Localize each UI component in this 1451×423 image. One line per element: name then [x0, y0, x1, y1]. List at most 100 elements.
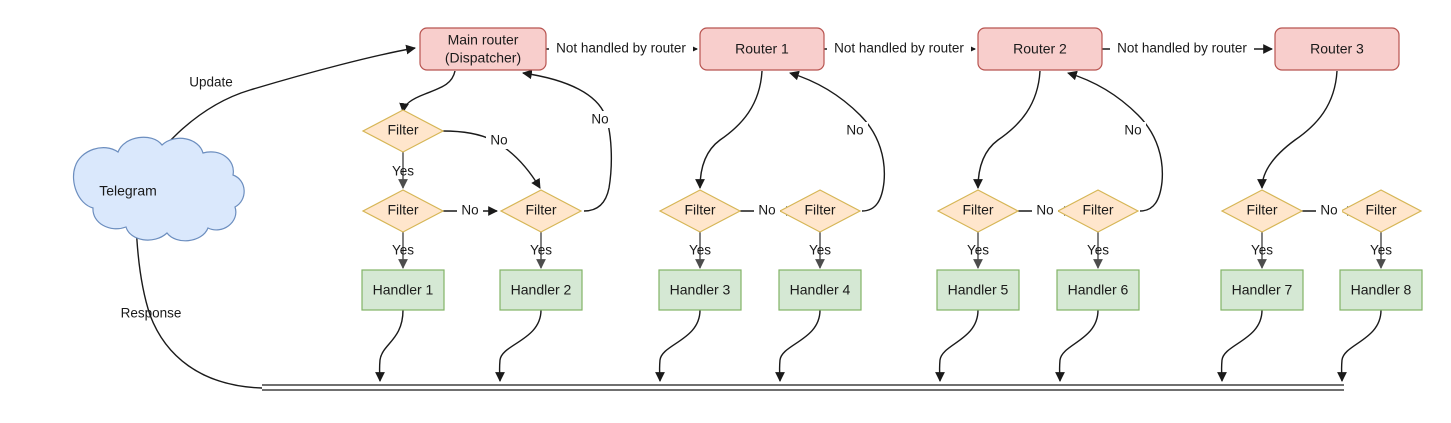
- no-label-bg-7: [1120, 122, 1146, 139]
- filter-4-diamond: [658, 189, 742, 233]
- handler-3-box: [658, 269, 742, 311]
- filter-7-diamond: [1056, 189, 1140, 233]
- edge-h6-to-bus: [1055, 309, 1099, 382]
- handler-node-8[interactable]: Handler 8: [1339, 269, 1423, 311]
- label-bg-3: [1110, 40, 1254, 58]
- telegram-cloud-node[interactable]: Telegram: [72, 136, 245, 242]
- router-main-label-line1: Main router: [448, 32, 519, 48]
- edge-label-yes-4: Yes: [689, 243, 711, 258]
- router-main-box: [419, 27, 547, 71]
- no-label-group-6: No: [1032, 203, 1058, 220]
- no-label-bg-1: [486, 132, 512, 149]
- no-label-bg-6: [1032, 203, 1058, 220]
- edge-f8-no-to-r2: [1067, 70, 1164, 212]
- filter-9-diamond: [1339, 189, 1423, 233]
- filter-node-4[interactable]: Filter: [658, 189, 742, 233]
- router-3-label: Router 3: [1310, 41, 1364, 57]
- filter-8-label: Filter: [1246, 202, 1277, 218]
- router-node-3[interactable]: Router 3: [1274, 27, 1400, 71]
- filter-5-diamond: [778, 189, 862, 233]
- filter-6-diamond: [936, 189, 1020, 233]
- edge-r1-to-f4: [695, 70, 763, 189]
- filter-9-label: Filter: [1365, 202, 1396, 218]
- cloud-icon: [72, 136, 245, 242]
- filter-2-label: Filter: [387, 202, 418, 218]
- handler-4-label: Handler 4: [790, 282, 851, 298]
- edge-label-not-handled-3-group: Not handled by router: [1110, 40, 1254, 58]
- router-node-main[interactable]: Main router (Dispatcher): [419, 27, 547, 71]
- edge-label-yes-5: Yes: [809, 243, 831, 258]
- edge-f3-no-to-main: [522, 69, 612, 212]
- router-1-label: Router 1: [735, 41, 789, 57]
- filter-node-7[interactable]: Filter: [1056, 189, 1140, 233]
- no-label-group-2: No: [587, 111, 613, 128]
- filter-node-2[interactable]: Filter: [361, 189, 445, 233]
- handler-node-6[interactable]: Handler 6: [1056, 269, 1140, 311]
- edge-label-not-handled-1: Not handled by router: [556, 41, 686, 56]
- router-node-1[interactable]: Router 1: [699, 27, 825, 71]
- filter-node-8[interactable]: Filter: [1220, 189, 1304, 233]
- edge-label-no-2: No: [591, 112, 608, 127]
- handler-8-box: [1339, 269, 1423, 311]
- filter-8-diamond: [1220, 189, 1304, 233]
- filter-node-9[interactable]: Filter: [1339, 189, 1423, 233]
- no-label-group-1: No: [486, 132, 512, 149]
- edge-label-not-handled-2: Not handled by router: [834, 41, 964, 56]
- edge-f6-no-to-r1: [789, 70, 886, 212]
- no-label-group-4: No: [754, 203, 780, 220]
- edge-label-yes-6: Yes: [967, 243, 989, 258]
- handler-node-3[interactable]: Handler 3: [658, 269, 742, 311]
- handler-node-5[interactable]: Handler 5: [936, 269, 1020, 311]
- edge-label-no-6: No: [1036, 203, 1053, 218]
- no-label-bg-2: [587, 111, 613, 128]
- router-1-box: [699, 27, 825, 71]
- handler-7-label: Handler 7: [1232, 282, 1293, 298]
- edge-h5-to-bus: [935, 309, 979, 382]
- no-label-bg-3: [457, 203, 483, 220]
- edge-label-yes-3: Yes: [530, 243, 552, 258]
- handler-2-label: Handler 2: [511, 282, 572, 298]
- no-label-bg-4: [754, 203, 780, 220]
- handler-8-label: Handler 8: [1351, 282, 1412, 298]
- filter-3-diamond: [499, 189, 583, 233]
- edge-label-no-8: No: [1320, 203, 1337, 218]
- filter-node-6[interactable]: Filter: [936, 189, 1020, 233]
- edge-label-not-handled-3: Not handled by router: [1117, 41, 1247, 56]
- filter-node-3[interactable]: Filter: [499, 189, 583, 233]
- edge-label-not-handled-2-group: Not handled by router: [827, 40, 971, 58]
- edge-label-response: Response: [121, 306, 182, 321]
- handler-6-box: [1056, 269, 1140, 311]
- filter-5-label: Filter: [804, 202, 835, 218]
- router-main-label-line2: (Dispatcher): [445, 50, 521, 66]
- handler-node-4[interactable]: Handler 4: [778, 269, 862, 311]
- edge-main-to-f1: [399, 70, 456, 113]
- no-label-bg-5: [842, 122, 868, 139]
- edge-label-yes-2: Yes: [392, 243, 414, 258]
- filter-6-label: Filter: [962, 202, 993, 218]
- handler-5-label: Handler 5: [948, 282, 1009, 298]
- router-node-2[interactable]: Router 2: [977, 27, 1103, 71]
- handler-5-box: [936, 269, 1020, 311]
- edge-h4-to-bus: [775, 309, 821, 382]
- edge-h3-to-bus: [655, 309, 701, 382]
- handler-7-box: [1220, 269, 1304, 311]
- router-2-box: [977, 27, 1103, 71]
- filter-node-5[interactable]: Filter: [778, 189, 862, 233]
- edge-r3-to-f9: [1257, 70, 1338, 189]
- handler-4-box: [778, 269, 862, 311]
- handler-node-7[interactable]: Handler 7: [1220, 269, 1304, 311]
- filter-node-1[interactable]: Filter: [361, 109, 445, 153]
- handler-node-1[interactable]: Handler 1: [361, 269, 445, 311]
- filter-1-diamond: [361, 109, 445, 153]
- router-2-label: Router 2: [1013, 41, 1067, 57]
- no-label-group-5: No: [842, 122, 868, 139]
- handler-node-2[interactable]: Handler 2: [499, 269, 583, 311]
- label-bg-1: [549, 40, 693, 58]
- no-label-group-7: No: [1120, 122, 1146, 139]
- handler-1-box: [361, 269, 445, 311]
- filter-7-label: Filter: [1082, 202, 1113, 218]
- edge-label-no-1: No: [490, 133, 507, 148]
- no-label-bg-8: [1316, 203, 1342, 220]
